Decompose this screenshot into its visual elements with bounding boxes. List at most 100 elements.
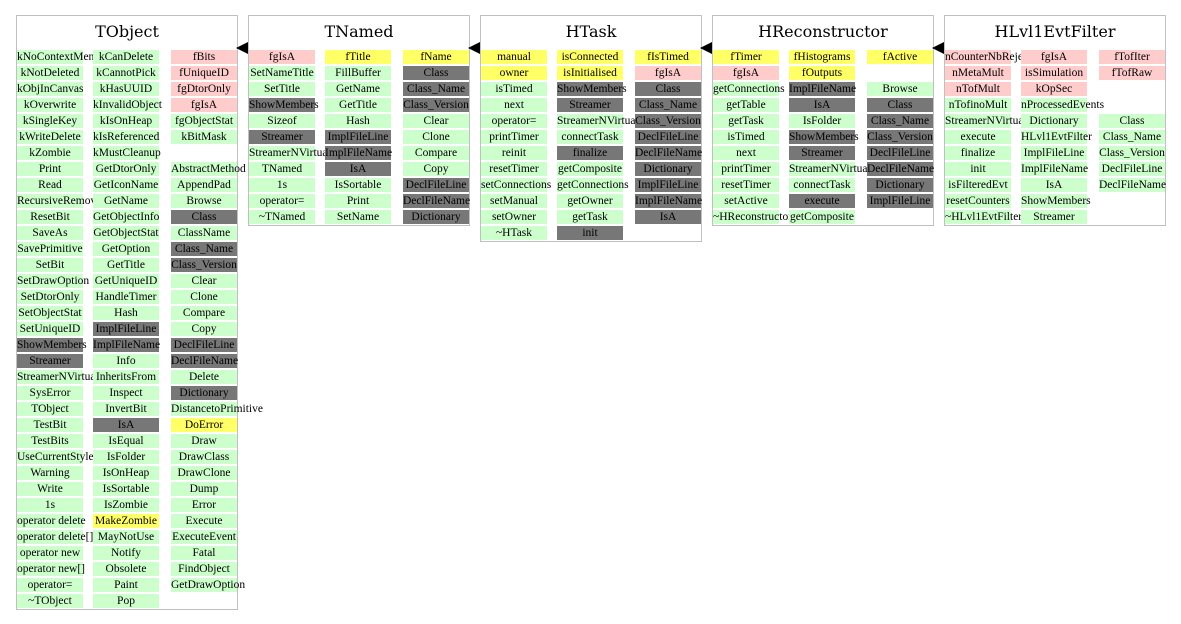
class-member[interactable]: ~HTask [481, 226, 547, 240]
class-member[interactable]: kNoContextMenu [17, 50, 100, 64]
class-member[interactable]: getConnections [713, 82, 785, 96]
class-member[interactable]: getComposite [557, 162, 623, 176]
class-member[interactable]: ~HLvl1EvtFilter [945, 210, 1022, 224]
class-member[interactable]: next [713, 146, 779, 160]
class-member[interactable]: UseCurrentStyle [17, 450, 94, 464]
class-member[interactable]: IsFolder [93, 450, 159, 464]
class-member[interactable]: GetDrawOption [171, 578, 245, 592]
class-member[interactable]: finalize [945, 146, 1011, 160]
class-member[interactable]: FindObject [171, 562, 237, 576]
class-member[interactable]: resetTimer [481, 162, 547, 176]
class-member[interactable]: IsA [789, 98, 855, 112]
class-member[interactable]: kNotDeleted [17, 66, 83, 80]
class-member[interactable]: nMetaMult [945, 66, 1011, 80]
class-member[interactable]: 1s [17, 498, 83, 512]
class-member[interactable]: fTofRaw [1099, 66, 1165, 80]
class-member[interactable]: ClassName [171, 226, 237, 240]
class-member[interactable]: kWriteDelete [17, 130, 83, 144]
class-member[interactable]: GetTitle [93, 258, 159, 272]
class-member[interactable]: Paint [93, 578, 159, 592]
class-member[interactable]: fHistograms [789, 50, 855, 64]
class-member[interactable]: Class [403, 66, 469, 80]
class-member[interactable]: ShowMembers [17, 338, 87, 352]
class-member[interactable]: GetOption [93, 242, 159, 256]
class-member[interactable]: Info [93, 354, 159, 368]
class-member[interactable]: InvertBit [93, 402, 159, 416]
class-member[interactable]: Dictionary [1021, 114, 1087, 128]
class-member[interactable]: fName [403, 50, 469, 64]
class-member[interactable]: owner [481, 66, 547, 80]
class-member[interactable]: DeclFileLine [403, 178, 469, 192]
class-member[interactable]: Dictionary [635, 162, 701, 176]
class-member[interactable]: fgDtorOnly [171, 82, 237, 96]
class-member[interactable]: Compare [171, 306, 237, 320]
class-member[interactable]: Error [171, 498, 237, 512]
class-member[interactable]: Class_Name [403, 82, 469, 96]
class-member[interactable]: execute [945, 130, 1011, 144]
class-member[interactable]: operator delete[] [17, 530, 93, 544]
class-member[interactable]: Class_Name [171, 242, 237, 256]
class-member[interactable]: ImplFileName [325, 146, 392, 160]
class-member[interactable]: setOwner [481, 210, 547, 224]
class-member[interactable]: ImplFileName [635, 194, 702, 208]
class-member[interactable]: init [557, 226, 623, 240]
class-member[interactable]: operator new[] [17, 562, 85, 576]
class-member[interactable]: Sizeof [249, 114, 315, 128]
class-member[interactable]: IsA [93, 418, 159, 432]
class-member[interactable]: TestBit [17, 418, 83, 432]
class-member[interactable]: ~TNamed [249, 210, 315, 224]
class-member[interactable]: connectTask [789, 178, 855, 192]
class-member[interactable]: kZombie [17, 146, 83, 160]
class-member[interactable]: Class_Name [1099, 130, 1165, 144]
class-member[interactable]: ~HReconstructor [713, 210, 792, 224]
class-member[interactable]: SetDtorOnly [17, 290, 83, 304]
class-member[interactable]: isTimed [481, 82, 547, 96]
class-member[interactable]: SetNameTitle [249, 66, 315, 80]
class-member[interactable]: DeclFileName [635, 146, 702, 160]
class-member[interactable]: isInitialised [557, 66, 623, 80]
class-member[interactable]: Dump [171, 482, 237, 496]
class-member[interactable]: Dictionary [403, 210, 469, 224]
class-member[interactable]: Class_Name [635, 98, 701, 112]
class-member[interactable]: fBits [171, 50, 237, 64]
class-member[interactable]: Browse [867, 82, 933, 96]
class-member[interactable]: Copy [403, 162, 469, 176]
class-member[interactable]: Class [867, 98, 933, 112]
class-member[interactable]: Fatal [171, 546, 237, 560]
class-member[interactable]: getTable [713, 98, 779, 112]
class-member[interactable]: ImplFileLine [867, 194, 933, 208]
class-member[interactable]: Warning [17, 466, 83, 480]
class-member[interactable]: TestBits [17, 434, 83, 448]
class-member[interactable]: Streamer [1021, 210, 1087, 224]
class-member[interactable]: GetUniqueID [93, 274, 159, 288]
class-member[interactable]: isSimulation [1021, 66, 1087, 80]
class-member[interactable]: fgIsA [635, 66, 701, 80]
class-member[interactable]: IsSortable [325, 178, 391, 192]
class-member[interactable]: ~TObject [17, 594, 83, 608]
class-member[interactable]: ImplFileName [1021, 162, 1088, 176]
class-member[interactable]: Class [1099, 114, 1165, 128]
class-member[interactable]: Class_Version [403, 98, 469, 112]
class-member[interactable]: fTitle [325, 50, 391, 64]
class-member[interactable]: manual [481, 50, 547, 64]
class-member[interactable]: HandleTimer [93, 290, 159, 304]
class-member[interactable]: SaveAs [17, 226, 83, 240]
class-member[interactable]: ShowMembers [1021, 194, 1091, 208]
class-member[interactable]: ImplFileLine [93, 322, 159, 336]
class-member[interactable]: Clear [403, 114, 469, 128]
class-member[interactable]: getTask [557, 210, 623, 224]
class-member[interactable]: Compare [403, 146, 469, 160]
class-member[interactable]: fgIsA [1021, 50, 1087, 64]
class-member[interactable]: printTimer [481, 130, 547, 144]
class-member[interactable]: isTimed [713, 130, 779, 144]
class-member[interactable]: SysError [17, 386, 83, 400]
class-member[interactable]: DeclFileLine [867, 146, 933, 160]
class-member[interactable]: Class_Version [867, 130, 933, 144]
class-member[interactable]: MayNotUse [93, 530, 159, 544]
class-member[interactable]: 1s [249, 178, 315, 192]
class-member[interactable]: GetName [93, 194, 159, 208]
class-member[interactable]: StreamerNVirtual [557, 114, 639, 128]
class-member[interactable]: ImplFileLine [325, 130, 391, 144]
class-member[interactable]: ImplFileLine [1021, 146, 1087, 160]
class-member[interactable]: kSingleKey [17, 114, 83, 128]
